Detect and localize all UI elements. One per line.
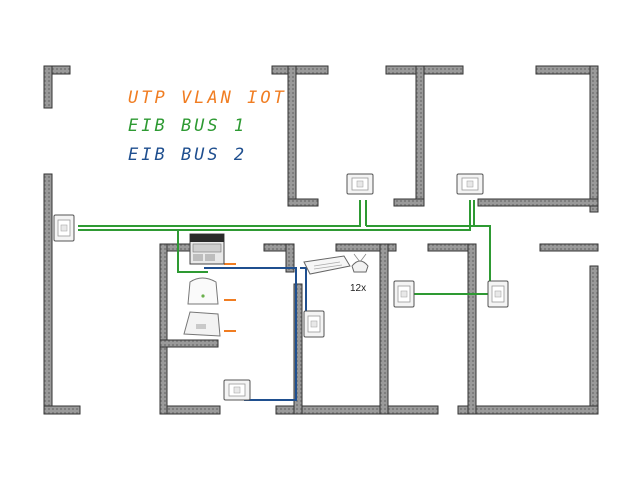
wall-bottom-b: [161, 405, 221, 415]
wall-room2-bottom-r: [477, 198, 599, 207]
wall-utility-mid: [159, 339, 219, 348]
dimmer-module-icon: [303, 255, 351, 275]
wall-room2-mid: [415, 65, 425, 207]
wifi-access-point-icon: [187, 277, 219, 305]
wall-switch-icon: [303, 310, 325, 338]
wall-left-upper: [43, 65, 53, 109]
ceiling-sensor-icon: [351, 253, 369, 273]
wall-switch-icon: [393, 280, 415, 308]
wall-switch-icon: [346, 173, 374, 195]
wall-right-lower: [589, 265, 599, 415]
wall-room1-left: [287, 65, 297, 207]
network-switch-icon: [183, 311, 221, 337]
wall-top-right-b: [535, 65, 599, 75]
cables-eib-bus-2: [204, 267, 307, 401]
wall-bottom-a: [43, 405, 81, 415]
wall-bath-left: [293, 283, 303, 415]
wall-hall-post: [285, 243, 295, 273]
eib1-trunk: [78, 200, 491, 300]
cables-utp: [224, 263, 236, 332]
wall-room3-right: [467, 243, 477, 415]
cables-eib-bus-1: [78, 200, 494, 300]
legend: UTP VLAN IOT EIB BUS 1 EIB BUS 2: [128, 88, 287, 165]
legend-item-eib-bus-1: EIB BUS 1: [128, 116, 247, 136]
walls: [43, 65, 599, 415]
wall-bath-top: [335, 243, 397, 252]
wall-switch-icon: [487, 280, 509, 308]
wall-bath-right: [379, 243, 389, 415]
wall-room4-top: [539, 243, 599, 252]
wall-right-upper: [589, 65, 599, 213]
eib1-drop: [177, 230, 208, 273]
wall-switch-icon: [456, 173, 484, 195]
wall-room2-bottom-l: [393, 198, 425, 207]
din-rail-controller-icon: [189, 233, 225, 265]
legend-item-utp: UTP VLAN IOT: [128, 88, 287, 108]
wall-utility-left: [159, 243, 168, 415]
wall-left-lower: [43, 173, 53, 415]
eib2-sensor: [300, 267, 307, 325]
wall-bottom-c: [275, 405, 439, 415]
wall-top-middle: [271, 65, 329, 75]
wall-room1-bottom: [287, 198, 319, 207]
sensor-count-label: 12x: [350, 283, 366, 294]
legend-item-eib-bus-2: EIB BUS 2: [128, 145, 247, 165]
wall-switch-icon: [223, 379, 251, 401]
eib2-main: [204, 267, 297, 401]
wall-bottom-d: [457, 405, 599, 415]
wall-switch-icon: [53, 214, 75, 242]
